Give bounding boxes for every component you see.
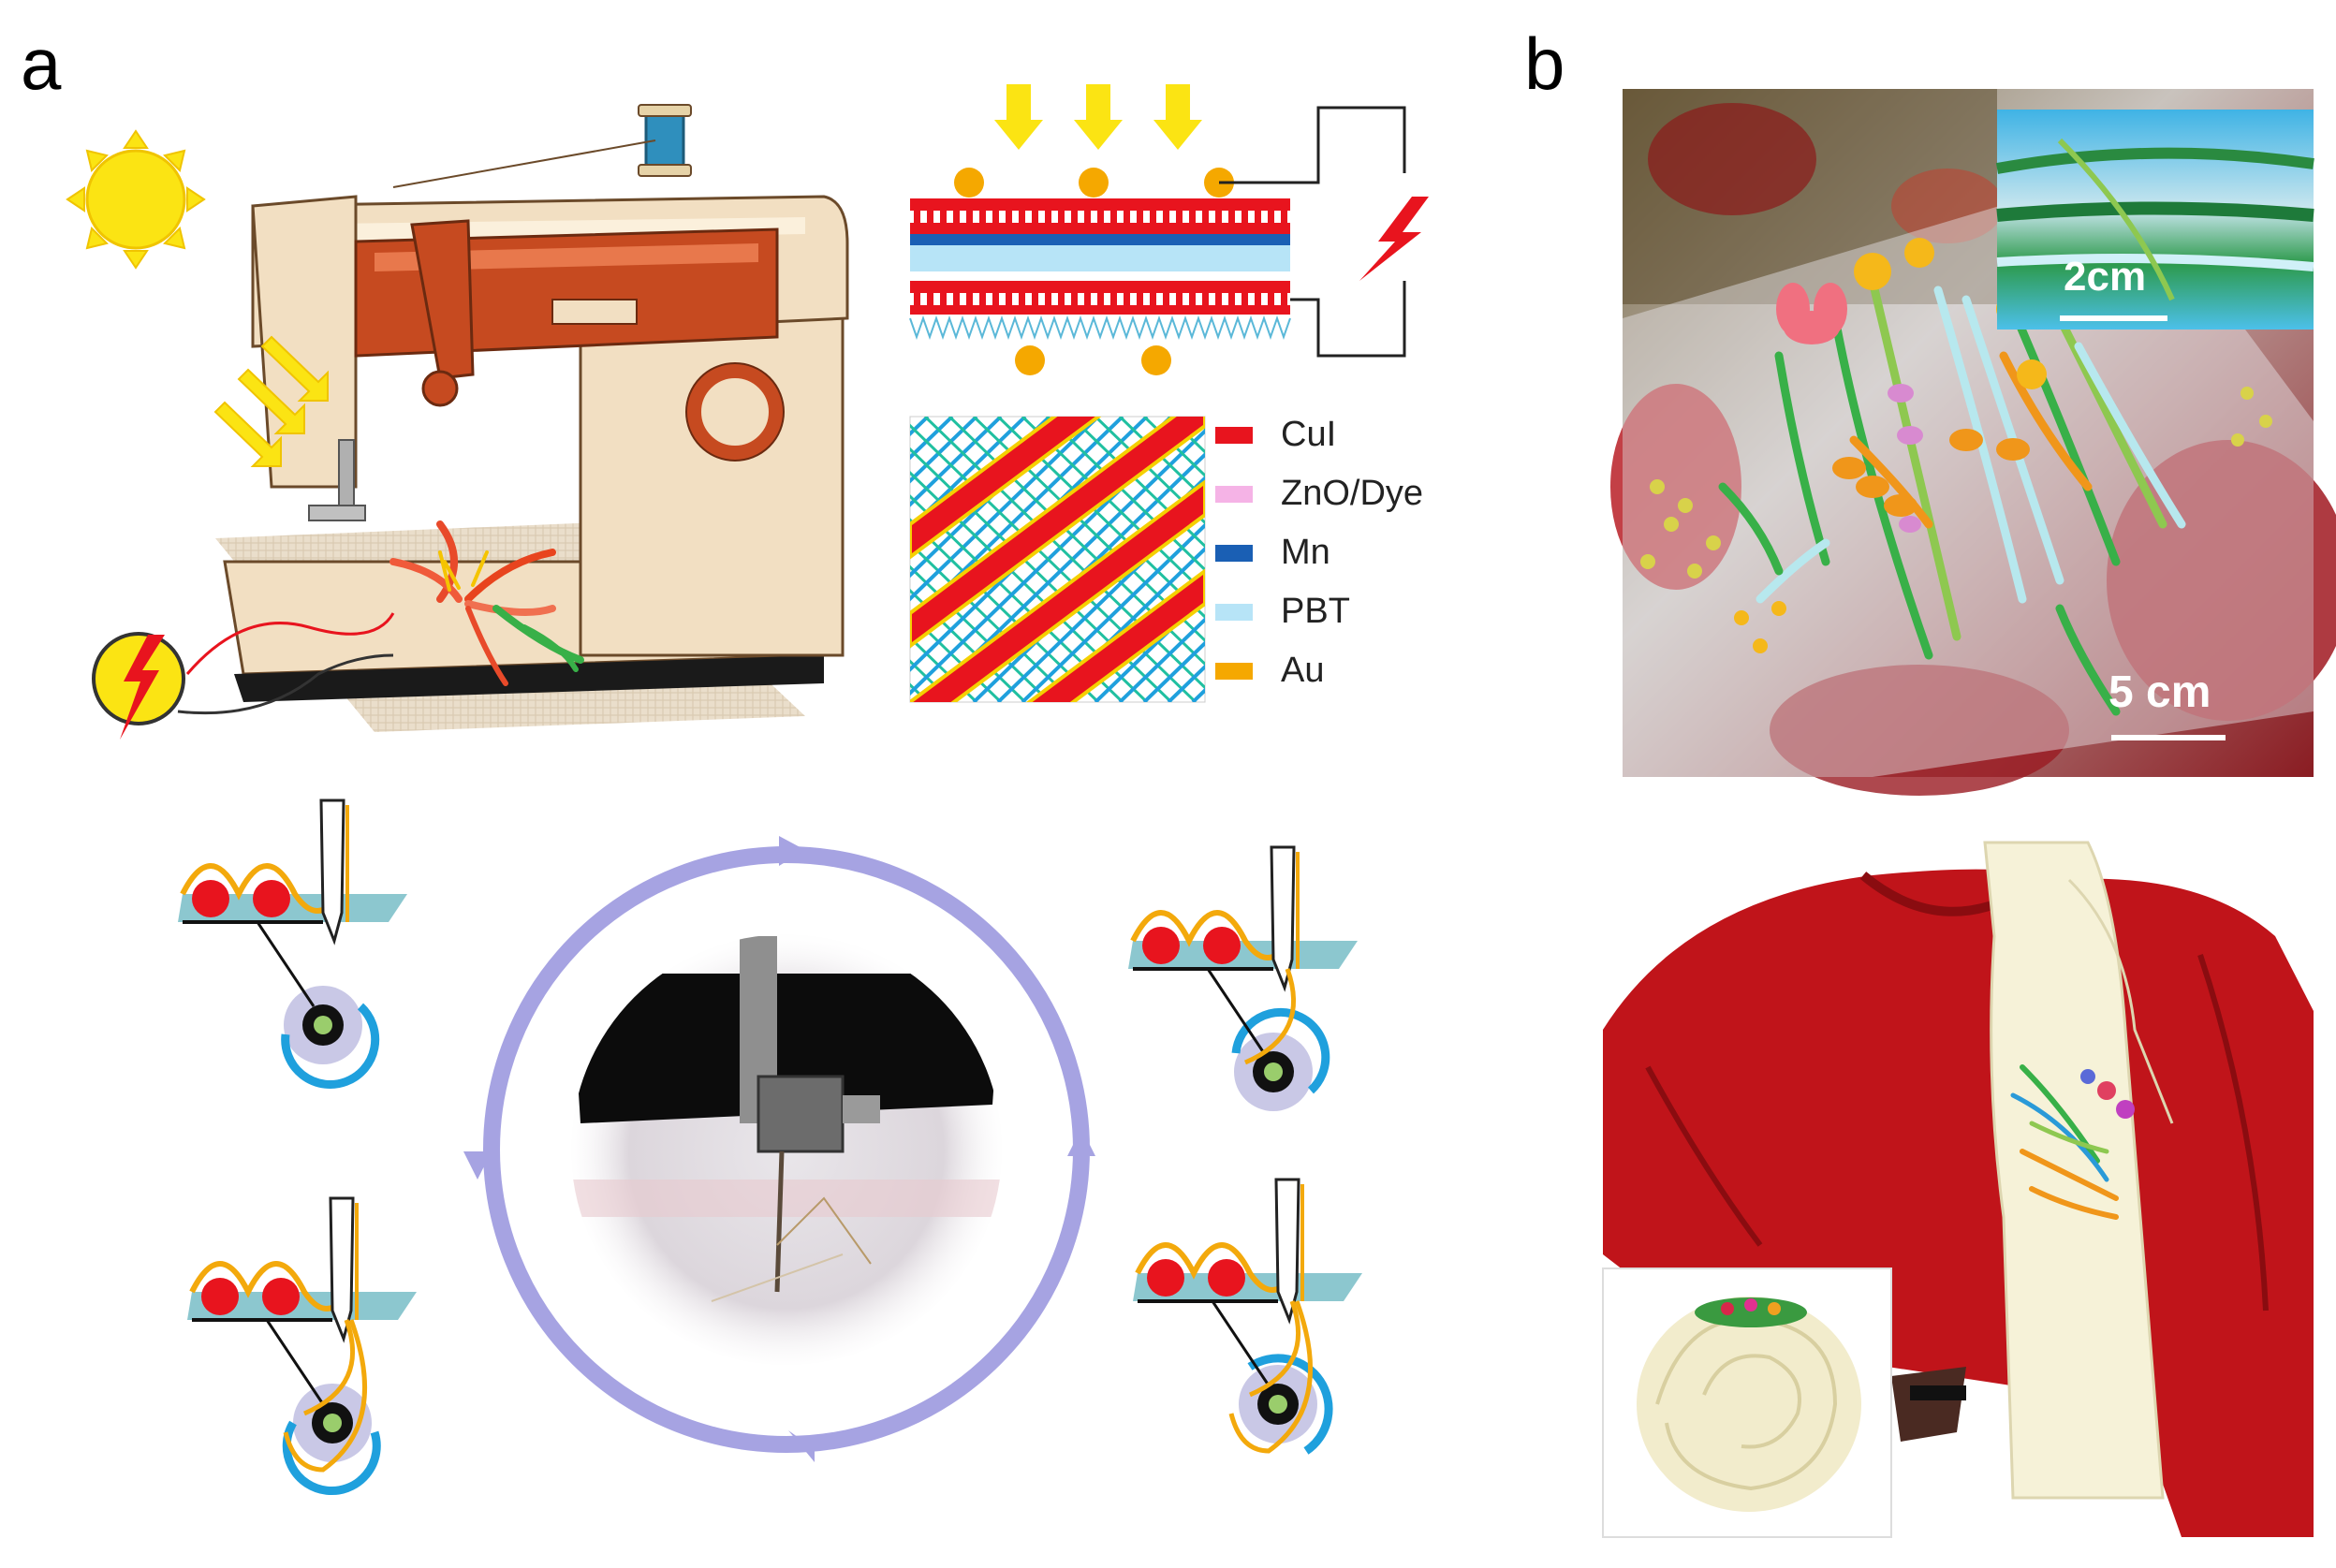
sun-icon: [66, 129, 206, 270]
legend-swatch: [1215, 427, 1253, 444]
stitching-cycle-diagram: [463, 836, 1095, 1462]
sewing-machine-illustration: [177, 104, 849, 732]
legend-label: CuI: [1281, 415, 1336, 454]
scarf-inset-photo: [1602, 1268, 1892, 1538]
legend-label: ZnO/Dye: [1281, 474, 1423, 513]
cycle-arrow-left: [463, 1151, 492, 1180]
bouquet-inset-photo: 2cm: [1995, 110, 2314, 330]
legend-label: Au: [1281, 651, 1324, 690]
woven-fabric-schematic: [909, 416, 1206, 703]
inset-scale-label: 2cm: [2064, 254, 2146, 300]
stitch-step-2: [1128, 845, 1358, 1111]
bouquet-photo: 2cm 5 cm: [1610, 89, 2336, 796]
legend-swatch: [1215, 545, 1253, 562]
stitch-step-3: [187, 1196, 417, 1496]
layer-stack-diagram: [909, 84, 1429, 375]
power-source-icon: [92, 632, 185, 740]
legend-label: PBT: [1281, 592, 1350, 631]
legend-swatch: [1215, 663, 1253, 680]
light-arrows: [994, 84, 1202, 150]
lightning-bolt-icon: [1359, 197, 1429, 281]
cycle-arrow-top: [779, 836, 805, 866]
legend-swatch: [1215, 604, 1253, 621]
stitch-step-1: [178, 799, 407, 1089]
scarf-photo: [1602, 840, 2314, 1538]
legend-swatch: [1215, 486, 1253, 503]
scale-label: 5 cm: [2108, 667, 2211, 717]
panel-label-a: a: [21, 22, 62, 105]
needle-photo: [571, 934, 1002, 1365]
panel-label-b: b: [1524, 22, 1565, 105]
legend-label: Mn: [1281, 533, 1330, 572]
cycle-arrow-bottom: [788, 1430, 815, 1462]
stitch-step-4: [1133, 1178, 1362, 1455]
cycle-arrow-right: [1067, 1128, 1095, 1156]
